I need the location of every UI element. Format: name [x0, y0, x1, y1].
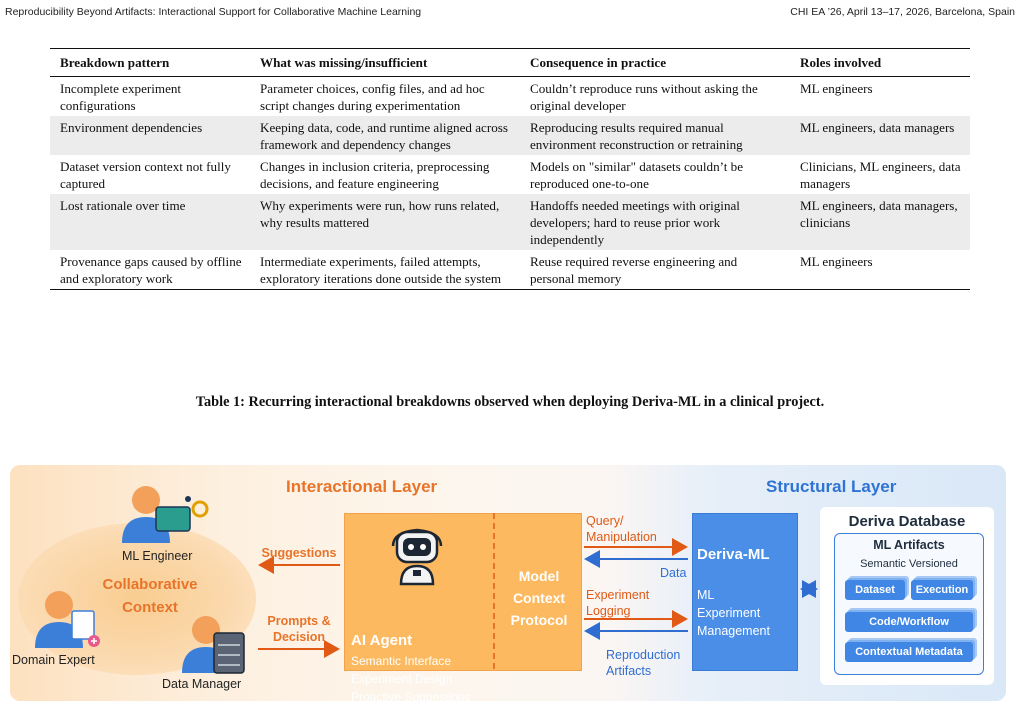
table-caption: Table 1: Recurring interactional breakdo… — [195, 394, 825, 410]
artifact-dataset: Dataset — [845, 580, 905, 600]
table-cell: Keeping data, code, and runtime aligned … — [250, 116, 520, 155]
reproduction-line: Artifacts — [606, 664, 652, 678]
deriva-ml-description: ML Experiment Management — [697, 586, 770, 640]
ai-agent-item: Proactive Suggestions — [351, 690, 471, 704]
collaborative-context-line: Collaborative — [102, 576, 198, 593]
experiment-logging-label: Experiment Logging — [586, 587, 649, 619]
table-container: Breakdown pattern What was missing/insuf… — [50, 48, 970, 290]
table-cell: ML engineers, data managers, clinicians — [790, 194, 970, 250]
ai-agent-item: Semantic Interface — [351, 654, 452, 668]
ml-artifacts-subtitle: Semantic Versioned — [860, 558, 958, 570]
mcp-line: Context — [512, 590, 566, 606]
robot-icon — [391, 528, 443, 586]
running-head-venue: CHI EA ’26, April 13–17, 2026, Barcelona… — [790, 6, 1015, 18]
table-cell: Reproducing results required manual envi… — [520, 116, 790, 155]
breakdown-table: Breakdown pattern What was missing/insuf… — [50, 48, 970, 290]
table-cell: Incomplete experiment configurations — [60, 81, 182, 113]
deriva-database-title: Deriva Database — [848, 513, 966, 530]
table-cell: Changes in inclusion criteria, preproces… — [260, 159, 490, 191]
data-manager-label: Data Manager — [162, 677, 242, 691]
suggestions-label: Suggestions — [261, 546, 337, 560]
table-row: Provenance gaps caused by offline and ex… — [50, 250, 970, 290]
mcp-label: Model Context Protocol — [498, 565, 580, 631]
table-cell: Parameter choices, config files, and ad … — [260, 81, 485, 113]
column-header: Breakdown pattern — [50, 48, 250, 77]
ml-engineer-icon — [122, 486, 209, 543]
ai-agent-box: AI Agent Semantic Interface Experiment D… — [344, 513, 582, 704]
column-header: Consequence in practice — [520, 48, 790, 77]
experiment-logging-line: Logging — [586, 604, 631, 618]
table-row: Dataset version context not fully captur… — [50, 155, 970, 194]
prompts-decision-line: Prompts & — [267, 614, 331, 628]
table-cell: Intermediate experiments, failed attempt… — [250, 250, 520, 290]
table-cell: Reuse required reverse engineering and p… — [520, 250, 790, 290]
deriva-ml-line: Experiment — [697, 606, 761, 620]
collaborative-context-line: Context — [122, 599, 178, 616]
ml-artifacts-box: ML Artifacts Semantic Versioned Dataset … — [834, 533, 984, 675]
deriva-ml-title: Deriva-ML — [697, 546, 770, 563]
column-header: Roles involved — [790, 48, 970, 77]
domain-expert-icon — [35, 591, 100, 648]
table-cell: Environment dependencies — [50, 116, 250, 155]
ml-artifacts-title: ML Artifacts — [873, 538, 945, 552]
table-cell: Clinicians, ML engineers, data managers — [800, 159, 961, 191]
table-cell: Provenance gaps caused by offline and ex… — [50, 250, 250, 290]
domain-expert-label: Domain Expert — [12, 653, 95, 667]
table-row: Lost rationale over time Why experiments… — [50, 194, 970, 250]
artifact-contextual-metadata: Contextual Metadata — [845, 642, 973, 662]
ml-engineer-label: ML Engineer — [122, 549, 193, 563]
interactional-layer-title: Interactional Layer — [286, 477, 438, 496]
structural-layer-title: Structural Layer — [766, 477, 897, 496]
running-head-title: Reproducibility Beyond Artifacts: Intera… — [5, 6, 422, 18]
table-cell: ML engineers, data managers — [790, 116, 970, 155]
mcp-divider — [493, 513, 495, 669]
mcp-line: Protocol — [510, 612, 568, 628]
table-header-row: Breakdown pattern What was missing/insuf… — [50, 48, 970, 77]
reproduction-artifacts-label: Reproduction Artifacts — [606, 647, 680, 679]
table-cell: Models on "similar" datasets couldn’t be… — [530, 159, 744, 191]
data-manager-icon — [182, 616, 245, 674]
mcp-line: Model — [518, 568, 560, 584]
deriva-ml-line: ML — [697, 588, 715, 602]
table-cell: Why experiments were run, how runs relat… — [250, 194, 520, 250]
table-cell: Dataset version context not fully captur… — [60, 159, 231, 191]
running-head: Reproducibility Beyond Artifacts: Intera… — [5, 6, 1015, 20]
table-row: Environment dependencies Keeping data, c… — [50, 116, 970, 155]
prompts-decision-line: Decision — [272, 630, 326, 644]
ai-agent-capabilities: Semantic Interface Experiment Design Pro… — [351, 652, 470, 706]
deriva-ml-box: Deriva-ML ML Experiment Management — [692, 513, 798, 671]
deriva-ml-line: Management — [697, 624, 770, 638]
architecture-figure: Interactional Layer Structural Layer Col… — [10, 465, 1006, 704]
table-cell: ML engineers — [790, 250, 970, 290]
query-line: Query/ — [586, 514, 624, 528]
artifact-execution: Execution — [911, 580, 973, 600]
collaborative-context-label: Collaborative Context — [80, 573, 220, 619]
query-manipulation-label: Query/ Manipulation — [586, 513, 657, 545]
prompts-decision-label: Prompts & Decision — [260, 613, 338, 645]
figure-graphics — [35, 486, 818, 674]
table-row: Incomplete experiment configurations Par… — [50, 77, 970, 117]
data-label: Data — [660, 566, 687, 580]
column-header: What was missing/insufficient — [250, 48, 520, 77]
experiment-logging-line: Experiment — [586, 588, 650, 602]
deriva-database-panel: Deriva Database ML Artifacts Semantic Ve… — [820, 507, 994, 685]
table-cell: ML engineers — [800, 81, 873, 96]
reproduction-line: Reproduction — [606, 648, 681, 662]
query-line: Manipulation — [586, 530, 657, 544]
ai-agent-title: AI Agent — [351, 632, 413, 649]
table-cell: Handoffs needed meetings with original d… — [520, 194, 790, 250]
ai-agent-item: Experiment Design — [351, 672, 453, 686]
table-cell: Lost rationale over time — [50, 194, 250, 250]
table-cell: Couldn’t reproduce runs without asking t… — [530, 81, 758, 113]
artifact-code-workflow: Code/Workflow — [845, 612, 973, 632]
